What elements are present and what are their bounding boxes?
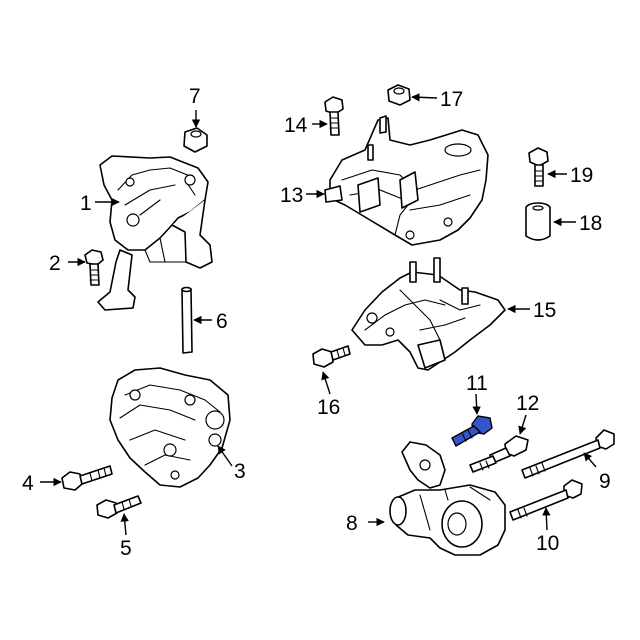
callout-5[interactable]: 5 — [120, 537, 132, 560]
callout-12[interactable]: 12 — [516, 392, 539, 415]
callout-16[interactable]: 16 — [317, 396, 340, 419]
part-7-nut[interactable] — [183, 127, 208, 153]
callout-2[interactable]: 2 — [49, 252, 61, 275]
callout-18[interactable]: 18 — [579, 212, 602, 235]
part-1-engine-mount[interactable] — [97, 155, 213, 311]
callout-19[interactable]: 19 — [570, 164, 593, 187]
callout-7[interactable]: 7 — [189, 85, 201, 108]
callout-3[interactable]: 3 — [234, 460, 246, 483]
part-4-bolt[interactable] — [61, 465, 113, 491]
part-5-bolt[interactable] — [96, 495, 142, 519]
part-18-bushing[interactable] — [525, 202, 551, 241]
callout-17[interactable]: 17 — [440, 88, 463, 111]
part-17-nut[interactable] — [387, 84, 411, 106]
callout-15[interactable]: 15 — [533, 299, 556, 322]
callout-14[interactable]: 14 — [284, 114, 308, 137]
callout-8[interactable]: 8 — [346, 512, 358, 535]
leader-lines — [40, 93, 597, 536]
part-10-long-bolt[interactable] — [509, 479, 583, 521]
part-9-long-bolt[interactable] — [521, 429, 615, 479]
part-16-bolt[interactable] — [312, 345, 351, 368]
part-19-bolt[interactable] — [528, 147, 549, 187]
callout-11[interactable]: 11 — [466, 372, 488, 395]
part-13-bracket[interactable] — [324, 115, 489, 246]
part-12-stud[interactable] — [469, 435, 529, 473]
part-8-rear-mount[interactable] — [389, 441, 506, 556]
part-6-stud[interactable] — [181, 286, 193, 354]
callout-13[interactable]: 13 — [280, 184, 303, 207]
part-11-bolt-highlighted[interactable] — [451, 415, 493, 447]
callout-6[interactable]: 6 — [216, 310, 228, 333]
callout-1[interactable]: 1 — [80, 192, 92, 215]
callout-10[interactable]: 10 — [536, 532, 559, 555]
part-3-mount-housing[interactable] — [109, 367, 231, 488]
callout-4[interactable]: 4 — [22, 472, 34, 495]
part-2-bolt[interactable] — [84, 249, 104, 286]
part-15-bracket[interactable] — [351, 257, 506, 371]
callout-9[interactable]: 9 — [599, 470, 611, 493]
part-14-bolt[interactable] — [324, 96, 344, 136]
callout-labels: 1 2 3 4 5 6 7 8 9 10 11 12 13 14 15 16 1… — [22, 85, 611, 560]
